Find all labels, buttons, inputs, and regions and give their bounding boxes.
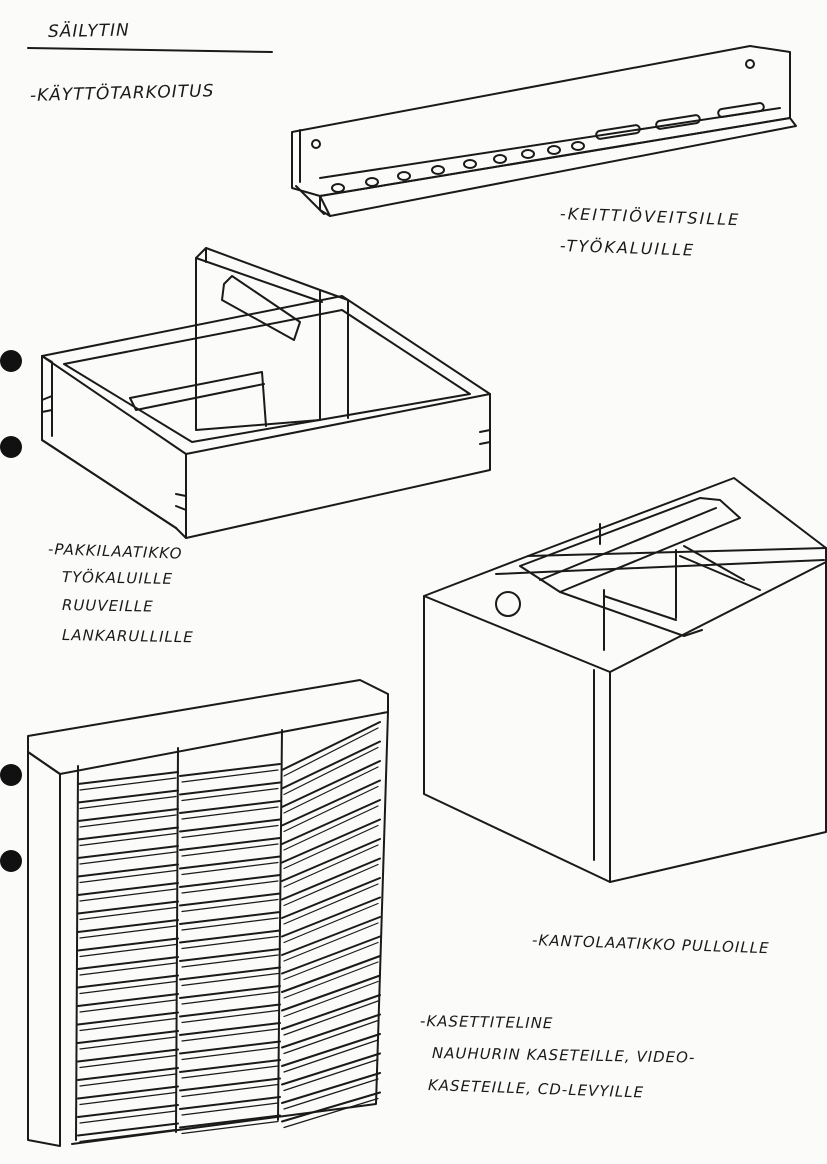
cassette-shelf-line xyxy=(77,857,381,915)
cassette-slot-line xyxy=(79,863,379,921)
punch-hole-2 xyxy=(0,436,22,458)
page-title: SÄILYTIN xyxy=(47,20,130,42)
cassette-shelf-line xyxy=(77,799,381,859)
cassette-rack-shelves xyxy=(77,721,381,1143)
cassette-slot-line xyxy=(79,1019,379,1069)
cassette-label-title: -KASETTITELINE xyxy=(419,1012,554,1033)
cassette-shelf-line xyxy=(77,721,381,785)
knife-rack-drawing xyxy=(291,45,797,217)
toolbox-label-tools: TYÖKALUILLE xyxy=(61,568,174,588)
cassette-slot-line xyxy=(79,980,379,1032)
bottle-carrier-drawing xyxy=(423,477,827,883)
cassette-shelf-line xyxy=(77,818,381,878)
cassette-shelf-line xyxy=(77,1052,381,1100)
cassette-shelf-line xyxy=(77,779,381,841)
toolbox-label-screws: RUUVEILLE xyxy=(61,596,154,616)
cassette-shelf-line xyxy=(77,1013,381,1063)
cassette-shelf-line xyxy=(77,896,381,952)
cassette-slot-line xyxy=(79,727,379,791)
cassette-slot-line xyxy=(79,961,379,1013)
cassette-shelf-line xyxy=(77,838,381,896)
toolbox-label-spools: LANKARULLILLE xyxy=(61,626,194,647)
cassette-shelf-line xyxy=(77,877,381,933)
punch-hole-1 xyxy=(0,350,22,372)
cassette-slot-line xyxy=(79,746,379,810)
cassette-slot-line xyxy=(79,1097,379,1143)
cassette-shelf-line xyxy=(77,1072,381,1118)
cassette-slot-line xyxy=(79,922,379,976)
punch-hole-3 xyxy=(0,764,22,786)
cassette-slot-line xyxy=(79,1058,379,1106)
cassette-slot-line xyxy=(79,1039,379,1087)
cassette-slot-line xyxy=(79,941,379,995)
title-underline xyxy=(27,47,273,53)
cassette-slot-line xyxy=(79,1000,379,1050)
cassette-shelf-line xyxy=(77,740,381,804)
cassette-slot-line xyxy=(79,824,379,884)
cassette-shelf-line xyxy=(77,1091,381,1137)
cassette-slot-line xyxy=(79,785,379,847)
punch-hole-4 xyxy=(0,850,22,872)
cassette-shelf-line xyxy=(77,760,381,822)
cassette-slot-line xyxy=(79,902,379,958)
cassette-slot-line xyxy=(79,883,379,939)
cassette-slot-line xyxy=(79,844,379,902)
toolbox-drawing xyxy=(41,247,491,539)
cassette-slot-line xyxy=(79,766,379,828)
cassette-shelf-line xyxy=(77,1033,381,1081)
cassette-shelf-line xyxy=(77,994,381,1044)
cassette-slot-line xyxy=(79,1078,379,1124)
cassette-shelf-line xyxy=(77,955,381,1007)
cassette-shelf-line xyxy=(77,935,381,989)
cassette-shelf-line xyxy=(77,916,381,970)
cassette-slot-line xyxy=(79,805,379,865)
cassette-shelf-line xyxy=(77,974,381,1026)
cassette-rack-drawing xyxy=(27,679,389,1147)
